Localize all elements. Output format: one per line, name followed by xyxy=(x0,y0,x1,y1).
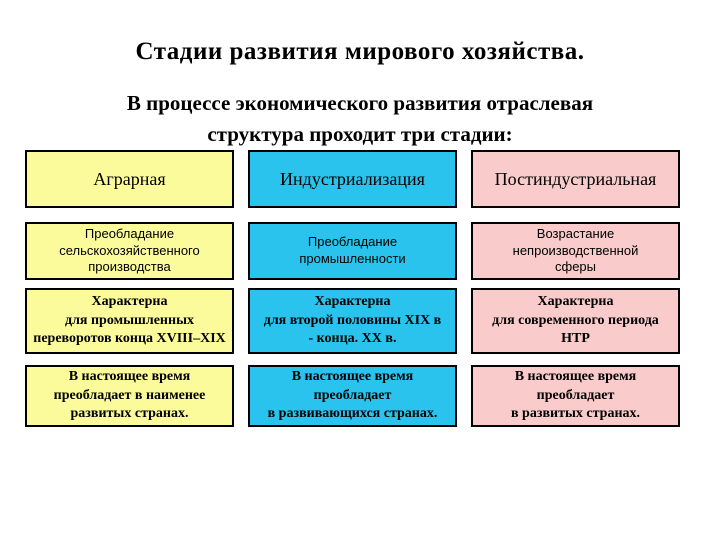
page-title: Стадии развития мирового хозяйства. xyxy=(135,38,585,65)
stage-period-postindustrial: Характерна для современного периода НТР xyxy=(471,288,680,354)
stage-header-industrialization: Индустриализация xyxy=(248,150,457,208)
stage-period-industrialization: Характерна для второй половины XIX в - к… xyxy=(248,288,457,354)
stage-dominance-industrialization: Преобладание промышленности xyxy=(248,222,457,280)
stage-dominance-postindustrial: Возрастание непроизводственной сферы xyxy=(471,222,680,280)
stage-dominance-row: Преобладание сельскохозяйственного произ… xyxy=(25,222,685,280)
stage-dominance-agrarian: Преобладание сельскохозяйственного произ… xyxy=(25,222,234,280)
stages-diagram: Аграрная Индустриализация Постиндустриал… xyxy=(25,150,685,427)
stage-present-row: В настоящее время преобладает в наименее… xyxy=(25,365,685,427)
stage-present-agrarian: В настоящее время преобладает в наименее… xyxy=(25,365,234,427)
stage-period-row: Характерна для промышленных переворотов … xyxy=(25,288,685,354)
stage-header-postindustrial: Постиндустриальная xyxy=(471,150,680,208)
stage-present-postindustrial: В настоящее время преобладает в развитых… xyxy=(471,365,680,427)
page-subtitle: В процессе экономического развития отрас… xyxy=(126,91,594,146)
stage-header-row: Аграрная Индустриализация Постиндустриал… xyxy=(25,150,685,208)
stage-header-agrarian: Аграрная xyxy=(25,150,234,208)
stage-period-agrarian: Характерна для промышленных переворотов … xyxy=(25,288,234,354)
stage-present-industrialization: В настоящее время преобладает в развиваю… xyxy=(248,365,457,427)
